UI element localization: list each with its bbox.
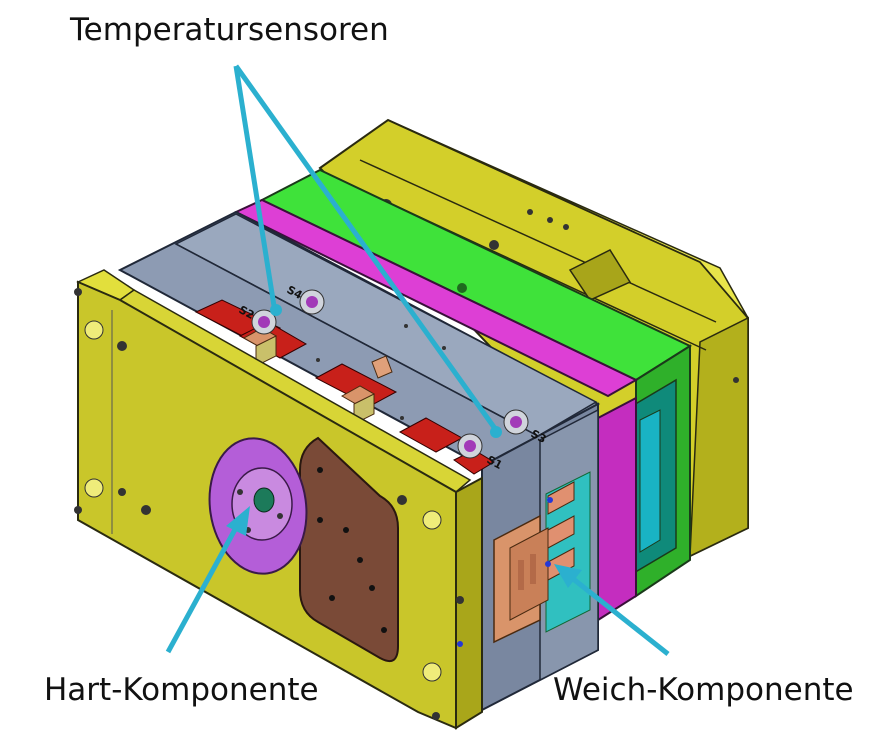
hard-component-nozzle	[208, 437, 308, 575]
sensor-marking-s2: S2	[237, 303, 257, 322]
callout-line-sensor-left	[233, 65, 277, 307]
callout-hard-component	[165, 506, 250, 654]
hard-component-insert	[299, 436, 399, 662]
label-soft-component: Weich-Komponente	[553, 672, 854, 708]
sensor-marking-s3: S3	[529, 427, 549, 446]
callout-line-sensor-right	[233, 64, 499, 432]
soft-component-assembly	[493, 471, 591, 644]
sensor-marking-s1: S1	[485, 453, 505, 472]
arrowhead-soft-component	[554, 564, 582, 588]
green-plate	[259, 168, 693, 598]
arrowhead-hard-component	[226, 506, 250, 536]
label-temperature-sensors: Temperatursensoren	[70, 12, 389, 48]
magenta-plate	[233, 198, 639, 622]
callout-temperature-sensors	[233, 64, 502, 438]
label-hard-component: Hart-Komponente	[44, 672, 319, 708]
callout-soft-component	[554, 564, 670, 656]
